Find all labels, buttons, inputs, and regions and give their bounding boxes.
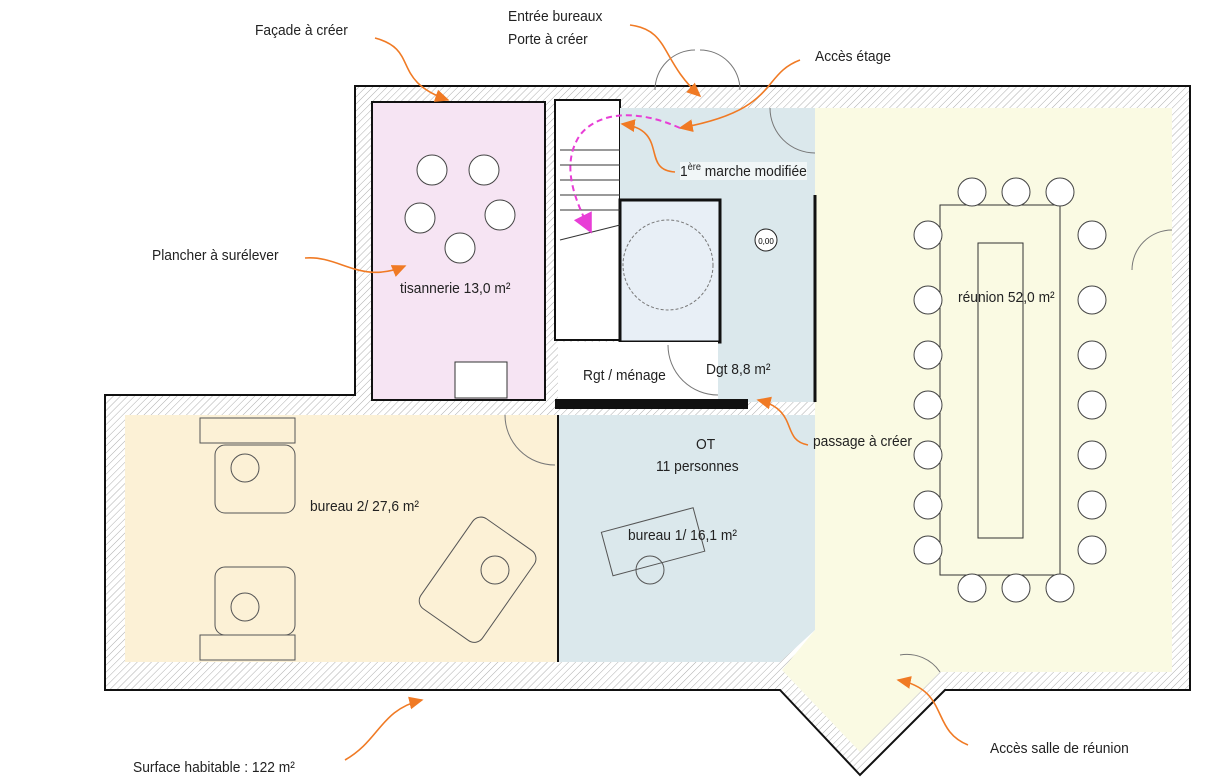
room-stair — [554, 99, 621, 341]
room-label-reunion: réunion 52,0 m² — [958, 289, 1055, 306]
annotation-entree-line2: Porte à créer — [508, 31, 588, 48]
level-marker — [754, 228, 778, 252]
office-desks — [199, 417, 706, 661]
annotation-acces-reunion: Accès salle de réunion — [990, 740, 1129, 757]
annotation-marche: 1ère marche modifiée — [680, 162, 807, 180]
meeting-table — [939, 204, 1061, 576]
room-ot — [558, 415, 815, 662]
kitchen-sink — [454, 361, 508, 399]
room-rgt — [558, 342, 718, 402]
room-label-ot-capacity: 11 personnes — [656, 458, 739, 475]
annotation-facade: Façade à créer — [255, 22, 348, 39]
room-label-ot: OT — [696, 436, 716, 453]
annotation-arrows — [304, 24, 969, 761]
room-reunion — [782, 108, 1172, 752]
meeting-chairs — [913, 177, 1107, 603]
tisannerie-chairs — [404, 154, 516, 264]
annotation-plancher: Plancher à surélever — [152, 247, 279, 264]
annotation-surface: Surface habitable : 122 m² — [133, 759, 295, 776]
door-swings — [504, 49, 1173, 673]
staircase — [559, 149, 621, 241]
annotation-acces-etage: Accès étage — [815, 48, 891, 65]
room-label-bureau1: bureau 1/ 16,1 m² — [628, 527, 737, 544]
room-label-bureau2: bureau 2/ 27,6 m² — [310, 498, 419, 515]
room-label-tisannerie: tisannerie 13,0 m² — [400, 280, 511, 297]
level-marker-value: 0,00 — [758, 237, 774, 246]
room-bureau2 — [125, 415, 557, 662]
room-label-rgt: Rgt / ménage — [583, 367, 666, 384]
annotation-entree-line1: Entrée bureaux — [508, 8, 603, 25]
annotation-passage: passage à créer — [813, 433, 912, 450]
room-wc — [618, 198, 722, 344]
room-label-dgt: Dgt 8,8 m² — [706, 361, 771, 378]
